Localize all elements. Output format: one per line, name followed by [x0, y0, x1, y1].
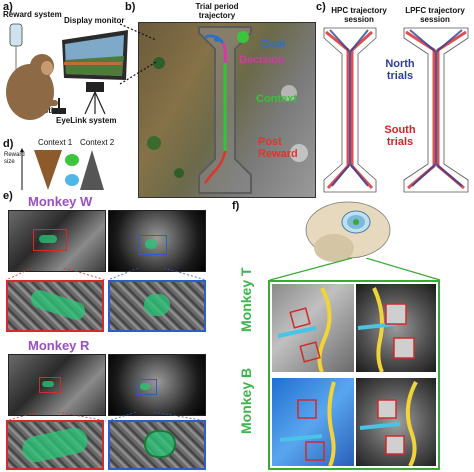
monkey-b-cortex-photo [272, 378, 354, 466]
experiment-setup-illustration [6, 23, 128, 120]
monkey-w-sagittal-zoom [6, 280, 104, 332]
monkey-r-sagittal-zoom [6, 420, 104, 470]
context-label: Context [256, 93, 297, 105]
monkey-r-coronal-roi [137, 379, 157, 395]
panel-e-label: e) [3, 190, 13, 202]
context-reward-diagram [20, 148, 104, 190]
panel-b-label: b) [125, 1, 136, 13]
green-goal-target [237, 31, 249, 43]
eyelink-label: EyeLink system [56, 116, 117, 125]
monkey-t-sulcus-yellow [317, 287, 332, 372]
monkey-w-coronal-zoom [108, 280, 206, 332]
monkey-w-coronal-roi [139, 235, 167, 255]
display-monitor-label: Display monitor [64, 16, 125, 25]
context-1-wood-triangle [34, 150, 62, 190]
reward-size-axis-label: Reward size [4, 152, 25, 165]
decision-trajectory [221, 42, 228, 64]
hpc-maze [323, 27, 377, 193]
monkey-w-coronal-hippocampus [145, 239, 157, 249]
goal-label: Goal [261, 38, 286, 50]
monkey-r-sagittal-zoom-hippocampus [20, 425, 90, 465]
monkey-t-cortex-photo [272, 284, 354, 372]
panel-f-label: f) [232, 200, 240, 212]
monkey-b-title: Monkey B [238, 367, 254, 434]
monkey-w-sagittal-zoom-hippocampus [28, 287, 88, 323]
monitor-to-maze-dashes [119, 23, 157, 85]
south-trials-label: South trials [384, 124, 416, 148]
monkey-r-sagittal-mri [8, 354, 106, 416]
monkey-w-coronal-zoom-hippocampus [144, 294, 170, 316]
monkey-w-zoom-guides [5, 268, 207, 281]
lpfc-session-title: LPFC trajectory session [405, 6, 465, 24]
monkey-r-zoom-guides [5, 412, 207, 422]
hpc-session-title: HPC trajectory session [331, 6, 387, 24]
monkey-t-surgery-photo [356, 284, 436, 372]
monkey-w-coronal-mri [108, 210, 206, 272]
goal-marker [214, 36, 220, 42]
virtual-maze-overhead [138, 22, 316, 198]
monkey-r-coronal-mri [108, 354, 206, 416]
decision-label: Decision [239, 54, 285, 66]
monkey-r-coronal-zoom [108, 420, 206, 470]
joystick [52, 108, 66, 114]
panel-b-title: Trial period trajectory [195, 2, 239, 20]
monkey-r-sagittal-hippocampus [42, 381, 54, 387]
monkey-w-sagittal-hippocampus [39, 235, 57, 243]
eyelink-camera [86, 82, 104, 92]
reward-bottle [9, 23, 23, 47]
monkey-w-sagittal-mri [8, 210, 106, 272]
context-2-stone-triangle [80, 150, 104, 190]
chamber-zoom-guides [269, 258, 441, 281]
panel-a-label: a) [3, 1, 13, 13]
monkey-t-sulcus-cyan [277, 326, 317, 338]
north-trials-label: North trials [385, 58, 415, 82]
panel-d-label: d) [3, 138, 14, 150]
monkey-b-surgery-photo [356, 378, 436, 466]
monkey-r-sagittal-roi [39, 377, 61, 393]
monkey-r-coronal-hippocampus [140, 383, 150, 390]
monkey-w-title: Monkey W [28, 194, 93, 209]
post-reward-label: Post Reward [258, 136, 298, 160]
panel-f-frame [268, 280, 440, 470]
monkey-t-array-2 [299, 341, 321, 363]
monkey-t-array-1 [289, 307, 311, 329]
reward-trajectory [204, 150, 227, 184]
monkey-r-coronal-zoom-hippocampus [144, 430, 176, 458]
panel-c-label: c) [316, 1, 326, 13]
monkey-r-title: Monkey R [28, 338, 90, 353]
monkey-w-sagittal-roi [33, 229, 67, 251]
blue-reward-cue [65, 174, 79, 186]
reward-system-label: Reward system [3, 10, 62, 19]
lpfc-maze [403, 27, 469, 193]
goal-trajectory [204, 34, 225, 44]
context-1-label: Context 1 [38, 138, 73, 147]
skull-implant-illustration [305, 201, 391, 262]
context-2-label: Context 2 [80, 138, 115, 147]
green-reward-cue [65, 154, 79, 166]
trajectory-sessions-plot [323, 27, 469, 193]
monkey-t-title: Monkey T [238, 267, 254, 332]
